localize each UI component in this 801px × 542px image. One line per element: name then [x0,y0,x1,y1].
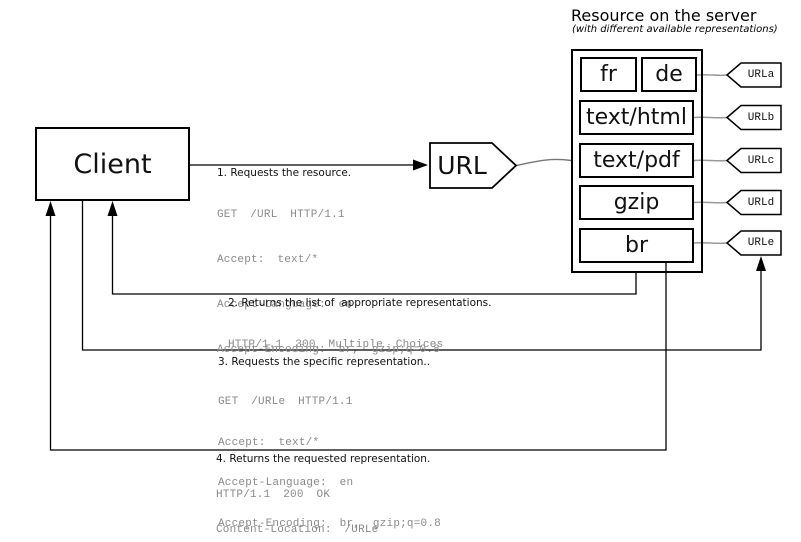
url-tag-shape-b [725,104,782,131]
url-tag-shape-a [725,62,782,88]
url-tag-label-a: URLa [747,69,775,81]
message2-headers: HTTP/1.1 300 Multiple Choices [228,308,443,383]
representation-box-textpdf: text/pdf [579,143,694,178]
connector-br-urle [693,242,728,244]
url-tag-shape-c [725,147,782,174]
url-node-label: URL [437,151,487,180]
url-tag-shape-e [725,230,782,256]
connector-textpdf-urlc [693,159,728,162]
header-line: Accept-Encoding: br, gzip;q=0.8 [218,517,441,530]
message4-label: 4. Returns the requested representation. [216,453,431,465]
header-line: Accept: text/* [218,436,320,449]
message1-arrowhead-icon [413,159,428,171]
server-box [571,49,703,273]
connector-de-urla [696,74,728,76]
connector-gzip-urld [693,201,728,204]
message1-label: 1. Requests the resource. [217,167,352,179]
representation-box-gzip: gzip [579,185,694,220]
message3-line [81,201,762,351]
header-line: GET /URL HTTP/1.1 [217,209,345,221]
representation-label: fr [600,61,617,87]
header-line: HTTP/1.1 300 Multiple Choices [228,339,444,351]
url-tag-label-d: URLd [747,196,775,209]
representation-box-br: br [579,228,694,263]
representation-box-fr: fr [580,57,637,92]
header-line: GET /URLe HTTP/1.1 [218,396,353,408]
connector-url-server [515,158,572,167]
representation-label: text/html [586,104,687,130]
message2-arrowhead-icon [107,201,118,216]
connector-texthtml-urlb [693,116,728,119]
representation-label: de [655,61,683,87]
message3-headers: GET /URLe HTTP/1.1 Accept: text/* Accept… [218,369,441,542]
representation-label: gzip [613,189,660,215]
message2-label: 2. Returns the list of appropriate repre… [228,297,492,309]
representation-box-de: de [641,57,697,92]
message1-headers: GET /URL HTTP/1.1 Accept: text/* Accept-… [217,178,440,388]
header-line: Accept: text/* [217,254,319,266]
header-line: Accept-Language: en [217,299,353,311]
message4-arrowhead-icon [45,201,56,216]
client-box: Client [35,127,190,201]
message4-headers: HTTP/1.1 200 OK Content-Location: /URLe … [216,466,378,542]
representation-label: text/pdf [593,147,680,173]
message3-arrowhead-icon [756,256,766,271]
header-line: HTTP/1.1 200 OK [216,488,331,501]
diagram-subtitle: (with different available representation… [572,24,778,35]
url-tag-label-b: URLb [747,111,775,124]
message3-label: 3. Requests the specific representation.… [218,356,431,368]
message4-line [49,216,667,451]
client-label: Client [73,148,152,180]
header-line: Content-Location: /URLe [216,523,379,536]
url-tag-label-c: URLc [747,154,775,167]
header-line: Accept-Language: en [218,477,354,489]
header-line: Accept-Encoding: br, gzip;q=0.8 [217,344,440,356]
url-tag-shape-d [725,189,782,216]
message2-line [111,216,637,295]
url-node-shape [429,142,518,189]
representation-box-texthtml: text/html [579,100,694,135]
diagram-title: Resource on the server [571,6,757,25]
representation-label: br [624,232,648,258]
url-tag-label-e: URLe [747,237,775,249]
